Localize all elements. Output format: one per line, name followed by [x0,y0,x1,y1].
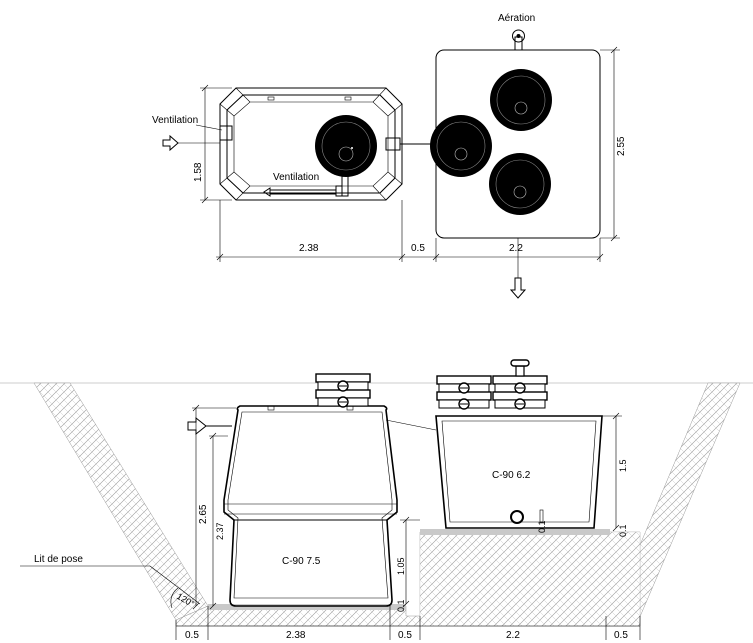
bottom-dim-2: 2.38 [286,630,306,641]
excavation-wall-left [33,382,209,621]
outlet-arrow-icon [509,277,527,299]
dim-bed-label: 0.1 [396,599,406,612]
ventilation-left-label: Ventilation [152,115,198,126]
aeration-fitting [512,29,525,51]
dim-height-left [200,84,232,204]
bottom-dim-3: 0.5 [398,630,412,641]
inner-ventilation-pipe [263,175,349,197]
dim-height-right-label: 2.55 [616,136,627,156]
dim-height-right [600,46,620,242]
ventilation-inner-label: Ventilation [273,172,319,183]
section-connection-pipe [385,419,437,431]
ventilation-inlet-fitting [219,125,233,141]
top-view: Ventilation Ventilation 1.58 [152,13,627,299]
bedding-strip-filter [420,529,610,535]
dim-filter-base-label: 0.1 [537,520,547,533]
filter-section-body [435,415,603,529]
tank-label: C-90 7.5 [282,556,321,567]
dim-filter-height [602,412,622,532]
section-inlet-arrow-icon [187,416,207,436]
dim-total-height-label: 2.65 [198,504,209,524]
filter-lid-top [490,69,552,131]
dim-step [400,516,420,608]
tank-section-body [223,405,398,607]
angle-arc [170,587,179,609]
dim-gap-label: 0.5 [411,243,425,254]
dim-widths-bottom [175,606,641,640]
bottom-dim-4: 2.2 [506,630,520,641]
aeration-label: Aération [498,13,535,24]
dim-filter-base-right-label: 0.1 [618,524,628,537]
inlet-arrow-icon [162,134,179,152]
filter-label: C-90 6.2 [492,470,531,481]
tank-lid [315,115,377,177]
dim-total-height [192,404,236,610]
filter-risers [436,359,548,410]
dim-width-filter-label: 2.2 [509,243,523,254]
dim-step-label: 1.05 [396,557,406,575]
bedding-strip-tank [208,604,406,610]
section-view: C-90 7.5 C-90 6.2 [0,359,753,641]
bottom-dim-5: 0.5 [614,630,628,641]
bedding-label: Lit de pose [34,554,83,565]
dim-widths-top [216,200,604,262]
bottom-dim-1: 0.5 [185,630,199,641]
dim-body-height [209,432,228,610]
dim-filter-height-label: 1.5 [618,459,628,472]
tank-riser [315,373,371,408]
dim-height-left-label: 1.58 [193,162,204,182]
filter-lid-left [430,115,492,177]
dim-width-tank-label: 2.38 [299,243,319,254]
filter-lid-bottom [489,153,551,215]
dim-body-height-label: 2.37 [215,522,225,540]
